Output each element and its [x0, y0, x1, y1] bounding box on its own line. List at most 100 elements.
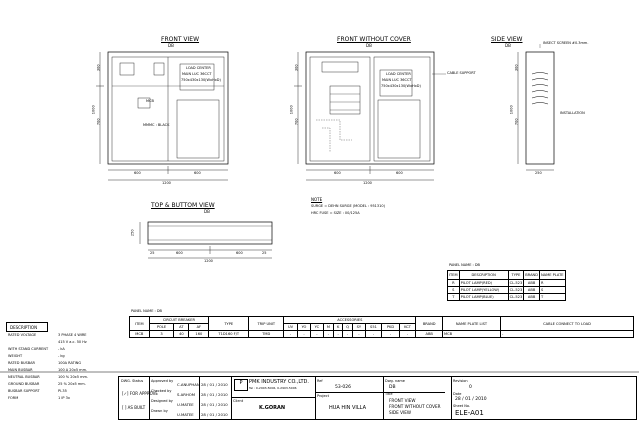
acc-h: M — [322, 323, 335, 331]
designed-by-label: Designed by — [151, 399, 173, 403]
insect-screen-louvres — [531, 72, 549, 105]
front-panel-label-box — [179, 63, 215, 91]
front-view-title: FRONT VIEW — [161, 36, 200, 43]
acc-h: YC — [310, 323, 324, 331]
front-view-enclosure — [107, 51, 229, 165]
approver-name: C.ANUPHAN — [177, 382, 200, 387]
lamp-h-brand: BRAND — [523, 270, 540, 280]
as-built-option[interactable]: [ ] AS BUILT — [122, 405, 146, 410]
acc-cell: - — [296, 330, 312, 338]
lamp-cell: PILOT LAMP(RED) — [458, 279, 509, 287]
acc-cell: - — [364, 330, 383, 338]
wo-dim-total: 1200 — [363, 181, 372, 185]
lamp-cell: S — [447, 286, 460, 294]
front-handle-label: MMMC : BLACK — [143, 123, 170, 127]
front-wo-cover-title: FRONT WITHOUT COVER — [337, 36, 411, 43]
company-logo: P — [234, 379, 248, 391]
breaker-trip: TMD — [248, 330, 285, 338]
breaker-h-brand: BRAND — [415, 316, 443, 331]
revision-value: 0 — [469, 385, 472, 390]
checked-by-label: Checked by — [151, 389, 172, 393]
company-contact: Tel : 0-2903-5006, 0-2903-5006 — [249, 386, 297, 390]
wo-dim-right: 600 — [396, 171, 403, 175]
top-dim-total: 1200 — [204, 259, 213, 263]
breaker-header-1: ITEM CIRCUIT BREAKER TYPE TRIP UNIT ACCE… — [129, 316, 634, 331]
front-wo-cover-enclosure — [305, 51, 435, 165]
lamp-cell: CL-523 — [507, 286, 525, 294]
description-title: DESCRIPTION — [10, 325, 38, 330]
for-approve-option[interactable]: [✓] FOR APPROVE — [122, 391, 158, 396]
table-row: MCB 3 40 160 T1D160 F/T TMD - - - - - - … — [129, 330, 634, 338]
description-label: RATED VOLTAGE — [8, 333, 37, 337]
note-line-1: SURGE = DEHN SURGE (MODEL : 951310) — [311, 204, 385, 208]
approve-date: 28 / 01 / 2010 — [201, 382, 228, 387]
title-line-2: FRONT WITHOUT COVER — [389, 404, 441, 409]
front-dim-top: 300 — [96, 64, 101, 72]
breaker-h-nameplate: NAME PLATE LIST — [441, 316, 502, 331]
front-mcb-box — [119, 62, 135, 76]
acc-h: Q — [342, 323, 354, 331]
lamp-cell: PILOT LAMP(YELLOW) — [458, 286, 509, 294]
acc-h: PKD — [381, 323, 400, 331]
lamp-cell: PILOT LAMP(BLUE) — [458, 293, 509, 301]
project-name: HUA HIN VILLA — [329, 405, 366, 411]
description-label: NEUTRAL BUSBAR — [8, 375, 40, 379]
wo-dim-top: 300 — [294, 64, 299, 72]
side-view-title: SIDE VIEW — [491, 36, 523, 43]
breaker-table: ITEM CIRCUIT BREAKER TYPE TRIP UNIT ACCE… — [129, 316, 634, 338]
breaker-h-cable: CABLE CONNECT TO LOAD — [500, 316, 634, 331]
drawn-by-label: Drawn by — [151, 409, 168, 413]
description-value: 1 IP 3x — [58, 396, 70, 400]
acc-cell: - — [283, 330, 298, 338]
cable-support-label: CABLE SUPPORT — [447, 71, 476, 75]
acc-cell: - — [322, 330, 335, 338]
breaker-h-type: TYPE — [208, 316, 250, 331]
breaker-h-af: AF — [188, 323, 210, 331]
acc-cell: - — [333, 330, 344, 338]
front-view-sub: DB — [168, 43, 174, 48]
as-built-label: AS BUILT — [127, 405, 146, 410]
approved-by-label: Approved by — [151, 379, 174, 383]
lamp-h-type: TYPE — [507, 270, 525, 280]
project-label: Project — [317, 394, 329, 398]
title-label: Title — [385, 392, 393, 396]
description-value: 100A RATING — [58, 361, 82, 365]
breaker-type: T1D160 F/T — [208, 330, 250, 338]
client-label: Client — [233, 399, 244, 403]
lamp-cell: ABB — [523, 293, 540, 301]
lamp-cell: T — [538, 293, 566, 301]
breaker-nameplate: MCB — [441, 330, 502, 338]
table-row: R PILOT LAMP(RED) CL-523 ABB R — [447, 279, 566, 287]
wo-dim-mid: 700 — [294, 118, 299, 126]
dwg-name: DB — [389, 385, 396, 390]
acc-cell: - — [398, 330, 417, 338]
acc-h: UV — [283, 323, 298, 331]
check-date: 28 / 01 / 2010 — [201, 392, 228, 397]
top-dim-left: 25 — [150, 251, 155, 255]
description-label: GROUND BUSBAR — [8, 382, 40, 386]
acc-cell: - — [381, 330, 400, 338]
acc-h: YO — [296, 323, 312, 331]
notes-title: NOTE — [311, 197, 323, 202]
side-dim-depth: 250 — [535, 171, 542, 175]
description-label: BUSBAR SUPPORT — [8, 389, 40, 393]
side-view-enclosure — [525, 51, 555, 165]
front-panel-line1: LOAD CENTER — [186, 66, 211, 70]
breaker-table-caption: PANEL NAME : DB — [131, 309, 162, 313]
lamp-table-caption: PANEL NAME : DB — [449, 263, 480, 267]
lamp-cell: ABB — [523, 279, 540, 287]
front-wo-cover-sub: DB — [366, 43, 372, 48]
breaker-h-trip: TRIP UNIT — [248, 316, 285, 331]
dwg-status-label: DWG. Status — [121, 379, 144, 383]
front-dim-height: 1000 — [91, 105, 96, 115]
table-row: T PILOT LAMP(BLUE) CL-523 ABB T — [447, 293, 566, 301]
note-line-2: HRC FUSE = SIZE : 00/125A — [311, 211, 360, 215]
table-row: S PILOT LAMP(YELLOW) CL-523 ABB S — [447, 286, 566, 294]
lamp-cell: R — [447, 279, 460, 287]
description-value: 25 % 20x5 mm. — [58, 382, 86, 386]
side-view-sub: DB — [505, 43, 511, 48]
top-dim-w2: 600 — [236, 251, 243, 255]
wo-panel-line1: LOAD CENTER — [386, 72, 411, 76]
insect-screen-label: INSECT SCREEN #0.3mm. — [543, 41, 589, 45]
